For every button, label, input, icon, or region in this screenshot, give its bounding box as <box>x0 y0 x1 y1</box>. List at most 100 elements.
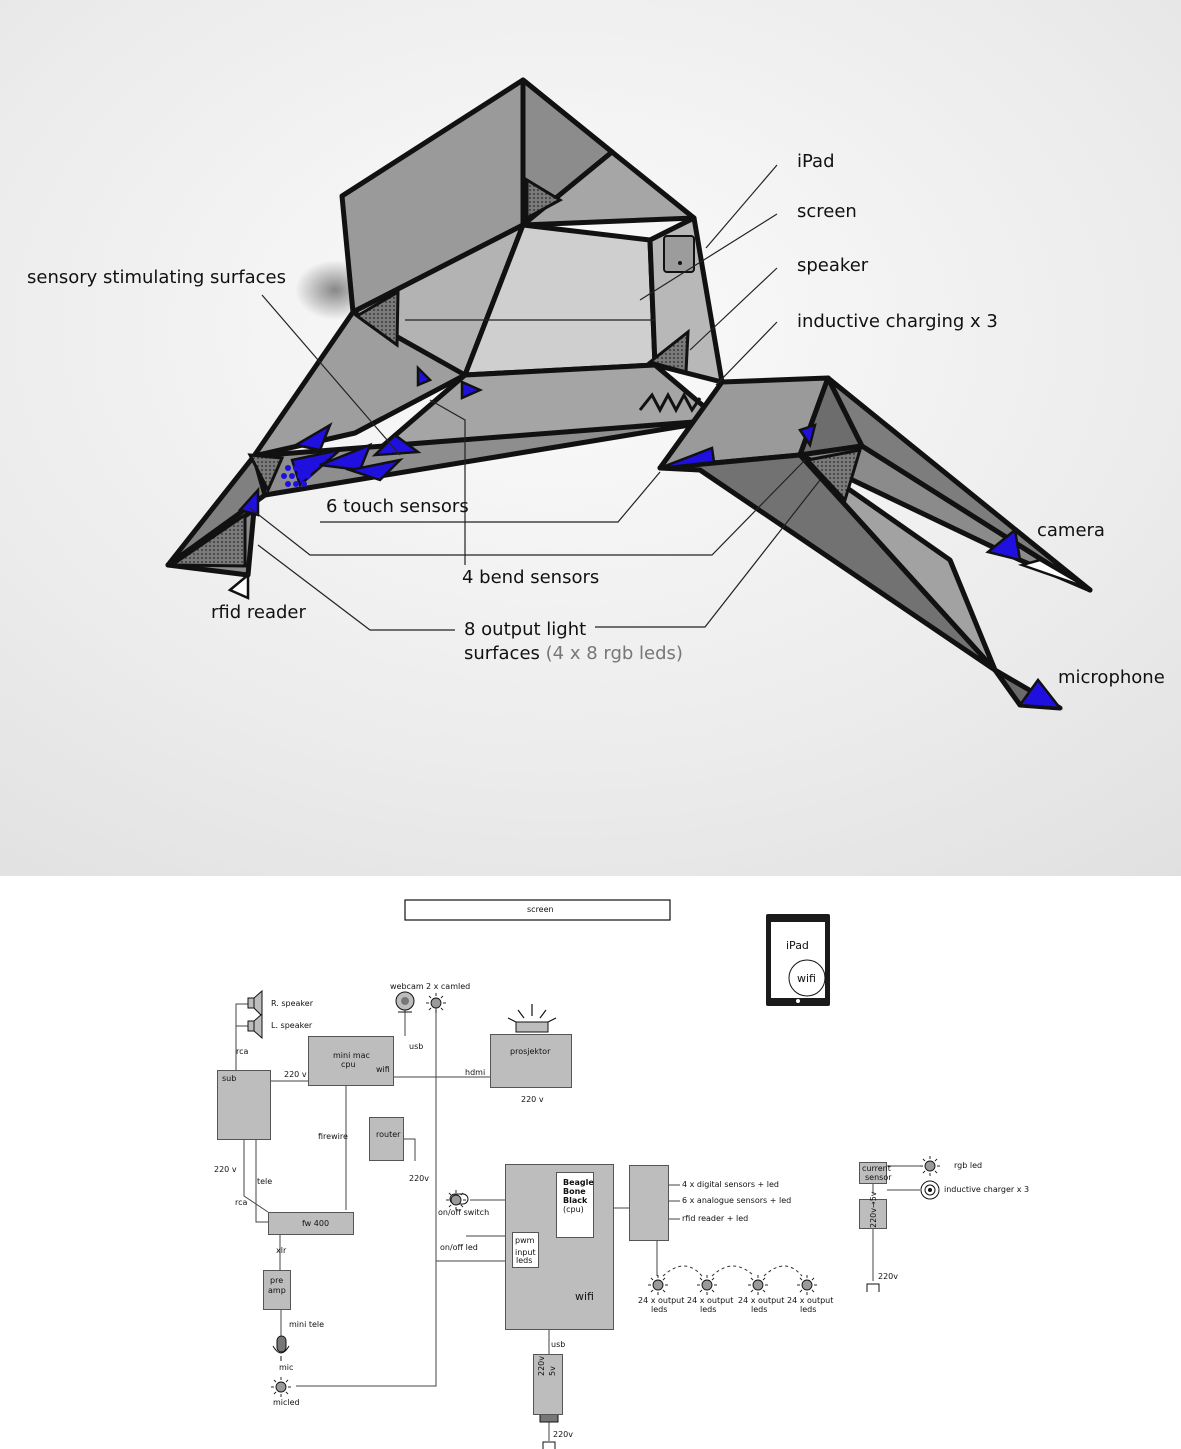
mac-wifi-label: wifi <box>376 1065 390 1074</box>
mini-mac-box <box>308 1036 394 1086</box>
bbb-label-2: Bone <box>563 1187 586 1196</box>
projector-label: prosjektor <box>510 1047 551 1056</box>
converter-label: 220v→5v <box>869 1191 878 1228</box>
output-led-icon <box>797 1275 817 1295</box>
output-led-2-label-2: leds <box>700 1305 717 1314</box>
inductive-charger-label: inductive charger x 3 <box>944 1185 1030 1194</box>
r-speaker-label: R. speaker <box>271 999 313 1008</box>
schematic-wiring <box>235 899 940 1449</box>
current-sensor-label-2: sensor <box>865 1173 892 1182</box>
output-led-1-label-2: leds <box>651 1305 668 1314</box>
pwm-label: pwm <box>515 1236 535 1245</box>
label-touch-sensors: 6 touch sensors <box>326 496 469 517</box>
tele-label: tele <box>257 1177 273 1186</box>
sensor-module <box>629 1165 669 1241</box>
output-led-icon <box>748 1275 768 1295</box>
converter-220-label: 220v <box>878 1272 899 1281</box>
label-output-light: 8 output light <box>464 619 587 640</box>
digital-sensors-label: 4 x digital sensors + led <box>682 1180 780 1189</box>
label-microphone: microphone <box>1058 667 1165 688</box>
bbb-wifi-label: wifi <box>575 1290 594 1303</box>
projector-220-label: 220 v <box>521 1095 544 1104</box>
mac-label-1: mini mac <box>333 1051 370 1060</box>
sub-box <box>217 1070 271 1140</box>
speaker-icons <box>247 989 263 1040</box>
frame-geometry <box>165 77 1093 711</box>
output-led-1-label-1: 24 x output <box>638 1296 685 1305</box>
l-speaker-label: L. speaker <box>271 1021 313 1030</box>
usb-top-label: usb <box>409 1042 424 1051</box>
label-screen: screen <box>797 201 857 222</box>
device-render: iPad screen speaker inductive charging x… <box>0 0 1181 876</box>
router-box <box>369 1117 404 1161</box>
mini-tele-label: mini tele <box>289 1320 325 1329</box>
ipad-mount <box>663 235 695 273</box>
xlr-label: xlr <box>276 1246 287 1255</box>
bbb-label-1: Beagle <box>563 1178 594 1187</box>
speaker-meshes <box>167 177 863 568</box>
ipad-wifi-label: wifi <box>797 972 816 985</box>
converter-box <box>859 1199 887 1229</box>
current-sensor-label-1: current <box>862 1164 891 1173</box>
bbb-label-4: (cpu) <box>563 1205 584 1214</box>
psu-label-220: 220v <box>537 1355 546 1376</box>
router-220-label: 220v <box>409 1174 430 1183</box>
mac-220-label: 220 v <box>284 1070 307 1079</box>
onoff-led-label: on/off led <box>440 1243 478 1252</box>
system-schematic: screen iPad wifi R. speaker L. speaker r… <box>0 876 1181 1449</box>
camled-label: 2 x camled <box>426 982 471 991</box>
label-speaker: speaker <box>797 255 869 276</box>
webcam-label: webcam <box>390 982 424 991</box>
output-led-3-label-1: 24 x output <box>738 1296 785 1305</box>
label-bend-sensors: 4 bend sensors <box>462 567 600 588</box>
onoff-switch-label: on/off switch <box>438 1208 490 1217</box>
polygon-sculpture <box>165 77 1093 711</box>
blue-sensor-surfaces <box>237 364 1063 710</box>
pwm-input-box <box>512 1232 539 1268</box>
output-led-4-label-2: leds <box>800 1305 817 1314</box>
label-camera: camera <box>1037 520 1105 541</box>
label-rfid-reader: rfid reader <box>211 602 306 623</box>
hdmi-label: hdmi <box>465 1068 486 1077</box>
rca-top-label: rca <box>236 1047 249 1056</box>
router-label: router <box>376 1130 401 1139</box>
input-label-1: input <box>515 1248 536 1257</box>
rfid-led-label: rfid reader + led <box>682 1214 749 1223</box>
output-led-icon <box>697 1275 717 1295</box>
onoff-led-icon <box>446 1190 466 1210</box>
screen-label: screen <box>527 905 554 914</box>
micled-icon <box>271 1377 291 1397</box>
label-ipad: iPad <box>797 151 835 172</box>
label-output-surfaces: surfaces (4 x 8 rgb leds) <box>464 643 683 664</box>
micled-label: micled <box>273 1398 300 1407</box>
psu-label-5v: 5v <box>548 1366 557 1376</box>
rgb-led-icon <box>920 1156 940 1176</box>
usb-bottom-label: usb <box>551 1340 566 1349</box>
rca-mid-label: rca <box>235 1198 248 1207</box>
preamp-label-2: amp <box>268 1286 286 1295</box>
output-led-4-label-1: 24 x output <box>787 1296 834 1305</box>
ipad-label: iPad <box>786 939 809 952</box>
analogue-sensors-label: 6 x analogue sensors + led <box>682 1196 792 1205</box>
fw400-label: fw 400 <box>302 1219 330 1228</box>
mic-label: mic <box>279 1363 294 1372</box>
output-led-3-label-2: leds <box>751 1305 768 1314</box>
input-label-2: leds <box>516 1256 533 1265</box>
mac-label-2: cpu <box>341 1060 356 1069</box>
projector-box <box>490 1034 572 1088</box>
output-led-icon <box>648 1275 668 1295</box>
sub-220-label: 220 v <box>214 1165 237 1174</box>
output-led-2-label-1: 24 x output <box>687 1296 734 1305</box>
callout-leaders <box>249 164 821 631</box>
fw400-box <box>268 1212 354 1235</box>
psu-box <box>533 1354 563 1415</box>
beaglebone-cpu <box>556 1172 594 1238</box>
psu-220-label: 220v <box>553 1430 574 1439</box>
preamp-label-1: pre <box>270 1276 284 1285</box>
sub-label: sub <box>222 1074 237 1083</box>
rgb-led-label: rgb led <box>954 1161 983 1170</box>
camled-icon <box>426 993 446 1013</box>
label-sensory-surfaces: sensory stimulating surfaces <box>27 267 286 288</box>
preamp-box <box>263 1270 291 1310</box>
label-inductive-charging: inductive charging x 3 <box>797 311 998 332</box>
